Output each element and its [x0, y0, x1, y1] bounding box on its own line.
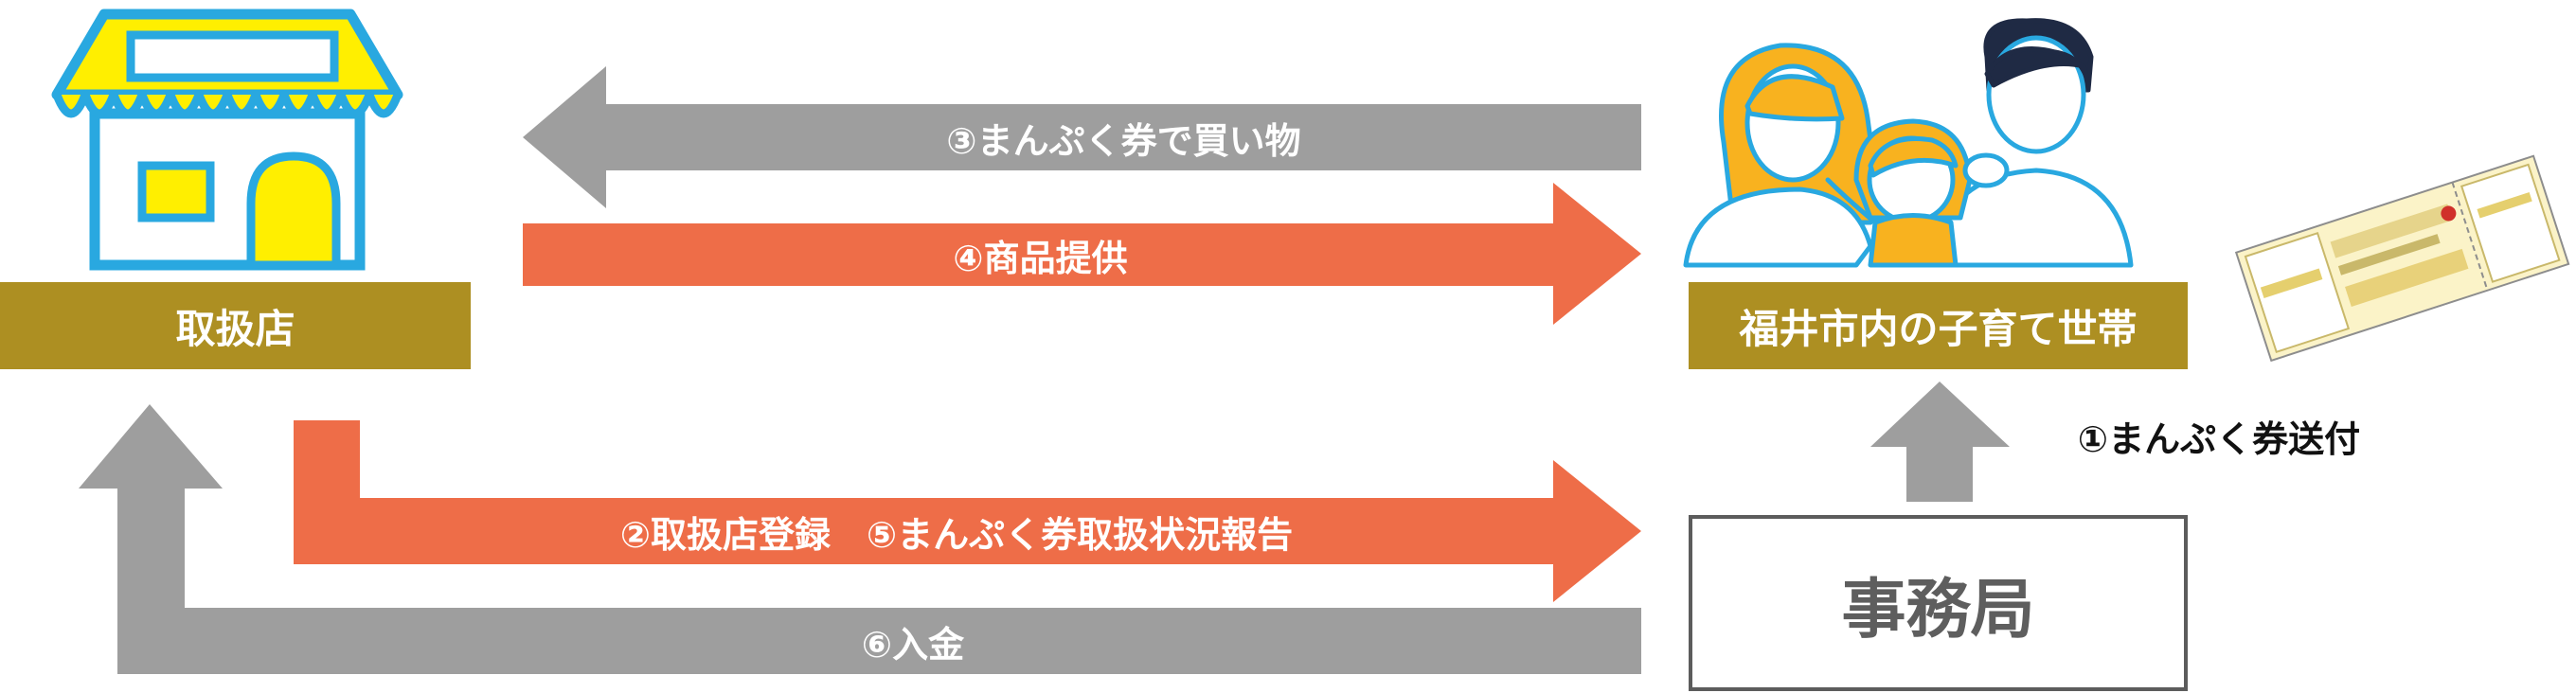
- shop-icon: [51, 9, 403, 271]
- step2-5-label: ②取扱店登録 ⑤まんぷく券取扱状況報告: [619, 513, 1294, 556]
- family-node: 福井市内の子育て世帯: [1689, 282, 2188, 369]
- shop-node: 取扱店: [0, 282, 471, 369]
- arrow-step6-payment: [79, 404, 1641, 674]
- arrow-step4-goods: [523, 183, 1641, 325]
- step4-label: ④商品提供: [953, 237, 1128, 279]
- step1-label: ①まんぷく券送付: [2077, 418, 2361, 460]
- step6-label: ⑥入金: [861, 623, 965, 666]
- arrow-step1-voucher-send: [1870, 382, 2010, 502]
- family-node-label: 福井市内の子育て世帯: [1739, 305, 2138, 352]
- family-icon: [1683, 18, 2134, 268]
- office-node-label: 事務局: [1841, 572, 2035, 648]
- office-node: 事務局: [1689, 515, 2188, 691]
- arrow-step3-shopping: [523, 66, 1641, 208]
- voucher-ticket-icon: [2234, 154, 2570, 363]
- step3-label: ③まんぷく券で買い物: [946, 119, 1301, 162]
- shop-node-label: 取扱店: [175, 305, 295, 352]
- arrow-step2-5-registration-report: [294, 420, 1641, 602]
